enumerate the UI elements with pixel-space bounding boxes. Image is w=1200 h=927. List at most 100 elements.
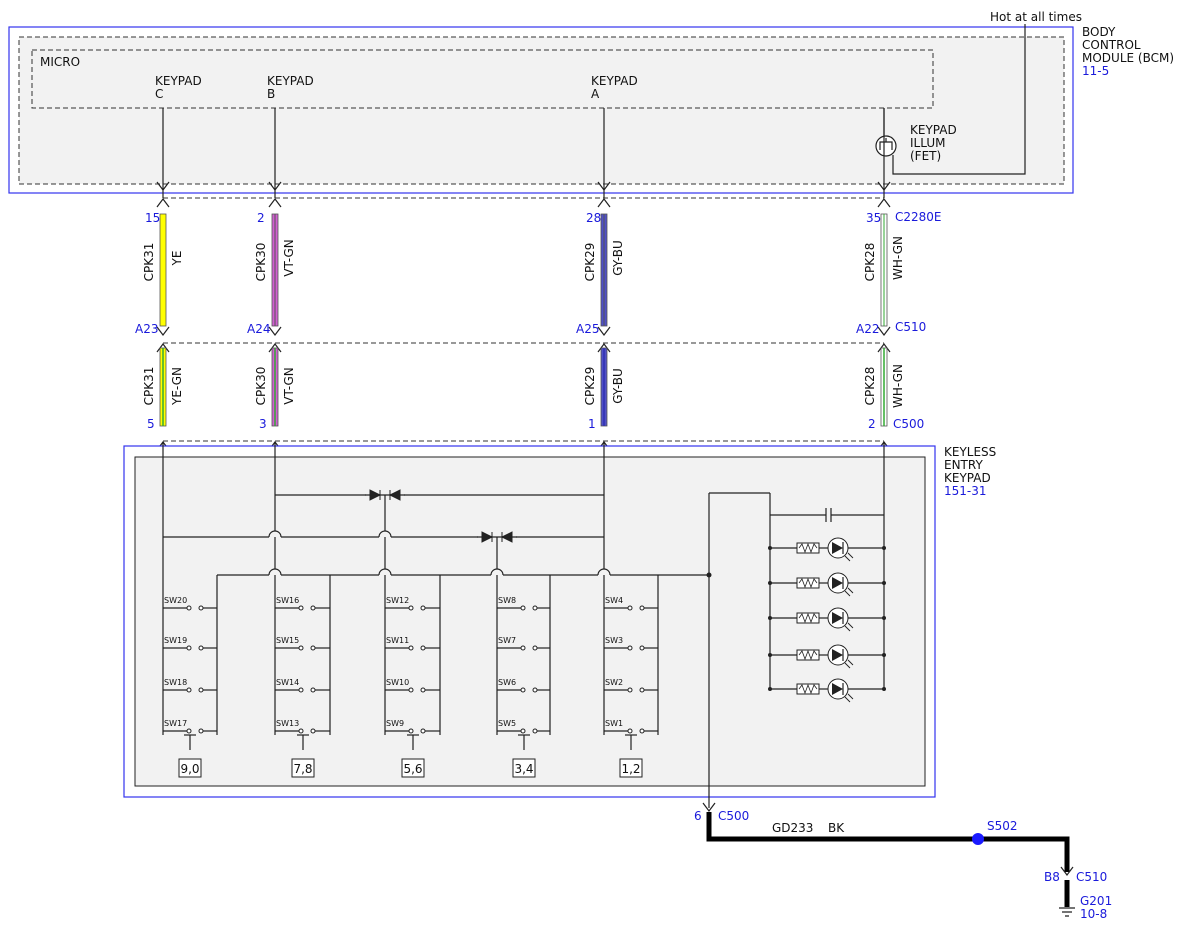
switch-contact-icon	[520, 605, 526, 611]
splice-label: S502	[987, 819, 1018, 833]
switch-label-sw14: SW14	[276, 678, 299, 687]
switch-contact-icon	[627, 605, 633, 611]
upper-circuit-label-c: CPK31	[142, 243, 156, 282]
switch-label-sw3: SW3	[605, 636, 623, 645]
c510-label: C510	[895, 320, 926, 334]
switch-label-sw8: SW8	[498, 596, 516, 605]
switch-contact-icon	[520, 687, 526, 693]
switch-contact-icon	[639, 605, 645, 611]
switch-label-sw2: SW2	[605, 678, 623, 687]
switch-label-sw10: SW10	[386, 678, 409, 687]
micro-label: MICRO	[40, 55, 80, 69]
illum-label-1: KEYPAD	[910, 123, 957, 137]
switch-contact-icon	[627, 645, 633, 651]
switch-contact-icon	[298, 728, 304, 734]
ground-b8-label: B8	[1044, 870, 1060, 884]
switch-contact-icon	[420, 728, 426, 734]
upper-color-label-illum: WH-GN	[891, 236, 905, 280]
keypad-name-line-1: KEYLESS	[944, 445, 996, 459]
connector-arrow-icon-illum-0	[877, 198, 891, 208]
c510-pin-b: A24	[247, 322, 270, 336]
bcm-inner-dashed	[18, 36, 1065, 185]
switch-contact-icon	[186, 605, 192, 611]
switch-contact-icon	[420, 605, 426, 611]
connector-arrow-down-icon-b-1	[268, 326, 282, 336]
switch-contact-icon	[198, 687, 204, 693]
lower-color-label-c: YE-GN	[170, 367, 184, 406]
switch-contact-icon	[532, 687, 538, 693]
bcm-ref: 11-5	[1082, 64, 1109, 78]
hot-at-all-times-label: Hot at all times	[990, 10, 1082, 24]
switch-contact-icon	[198, 645, 204, 651]
connector-arrow-down-icon-a-1	[597, 326, 611, 336]
hop-icon-5	[490, 568, 504, 576]
led-light-rays-icon-3	[844, 659, 854, 669]
switch-contact-icon	[639, 645, 645, 651]
connector-arrow-icon-b-0	[268, 198, 282, 208]
lower-circuit-label-c: CPK31	[142, 367, 156, 406]
connector-arrow-down-icon-c-0	[156, 181, 170, 191]
keypad-button-3	[512, 758, 536, 778]
keypad-b-label-1: KEYPAD	[267, 74, 314, 88]
hot-feed-wire	[892, 24, 1026, 175]
keypad-b-label-2: B	[267, 87, 275, 101]
resistor-zigzag-4	[798, 683, 818, 695]
switch-label-sw13: SW13	[276, 719, 299, 728]
led-light-rays-icon-1	[844, 587, 854, 597]
ground-circuit-label: GD233	[772, 821, 813, 835]
connector-arrow-down-icon-b-0	[268, 181, 282, 191]
switch-contact-icon	[298, 605, 304, 611]
connector-arrow-icon-c-1	[156, 343, 170, 353]
connector-arrow-down-icon-a-0	[597, 181, 611, 191]
keypad-button-2	[401, 758, 425, 778]
switch-contact-icon	[186, 645, 192, 651]
keypad-ref: 151-31	[944, 484, 987, 498]
switch-label-sw16: SW16	[276, 596, 299, 605]
switch-contact-icon	[298, 687, 304, 693]
micro-dashed-box	[31, 49, 934, 109]
switch-contact-icon	[420, 687, 426, 693]
bcm-pin-c: 15	[145, 211, 160, 225]
bcm-pin-b: 2	[257, 211, 265, 225]
led-triangle-0	[832, 542, 843, 554]
switch-contact-icon	[310, 605, 316, 611]
c500-pin6-arrow-icon	[702, 802, 716, 812]
lower-color-label-b: VT-GN	[282, 367, 296, 404]
led-triangle-2	[832, 612, 843, 624]
connector-arrow-icon-a-0	[597, 198, 611, 208]
switch-contact-icon	[532, 605, 538, 611]
keypad-pin-b: 3	[259, 417, 267, 431]
keypad-button-1	[291, 758, 315, 778]
c510-pin-a: A25	[576, 322, 599, 336]
keypad-button-0	[178, 758, 202, 778]
keypad-module: KEYLESS ENTRY KEYPAD 151-31 SW20SW19SW18…	[123, 442, 996, 798]
keypad-button-label-0: 9,0	[180, 762, 199, 776]
lower-color-label-a: GY-BU	[611, 368, 625, 404]
switch-contact-icon	[298, 645, 304, 651]
keypad-pin-illum: 2	[868, 417, 876, 431]
ground-color-label: BK	[828, 821, 845, 835]
keypad-pin-a: 1	[588, 417, 596, 431]
upper-wire-c	[159, 213, 167, 327]
led-light-rays-icon-4	[844, 693, 854, 703]
upper-circuit-label-illum: CPK28	[863, 243, 877, 282]
switch-contact-icon	[408, 687, 414, 693]
illum-label-2: ILLUM	[910, 136, 945, 150]
hop-icon-4	[378, 568, 392, 576]
switch-contact-icon	[198, 728, 204, 734]
bcm-name-line-3: MODULE (BCM)	[1082, 51, 1174, 65]
upper-circuit-label-a: CPK29	[583, 243, 597, 282]
switch-contact-icon	[532, 645, 538, 651]
c510-pin-illum: A22	[856, 322, 879, 336]
switch-label-sw15: SW15	[276, 636, 299, 645]
connector-arrow-icon-a-1	[597, 343, 611, 353]
switch-contact-icon	[186, 728, 192, 734]
upper-color-label-b: VT-GN	[282, 239, 296, 276]
switch-contact-icon	[408, 728, 414, 734]
switch-label-sw9: SW9	[386, 719, 404, 728]
keypad-pin-c: 5	[147, 417, 155, 431]
c2280e-label: C2280E	[895, 210, 942, 224]
ground-pin-label: 6	[694, 809, 702, 823]
